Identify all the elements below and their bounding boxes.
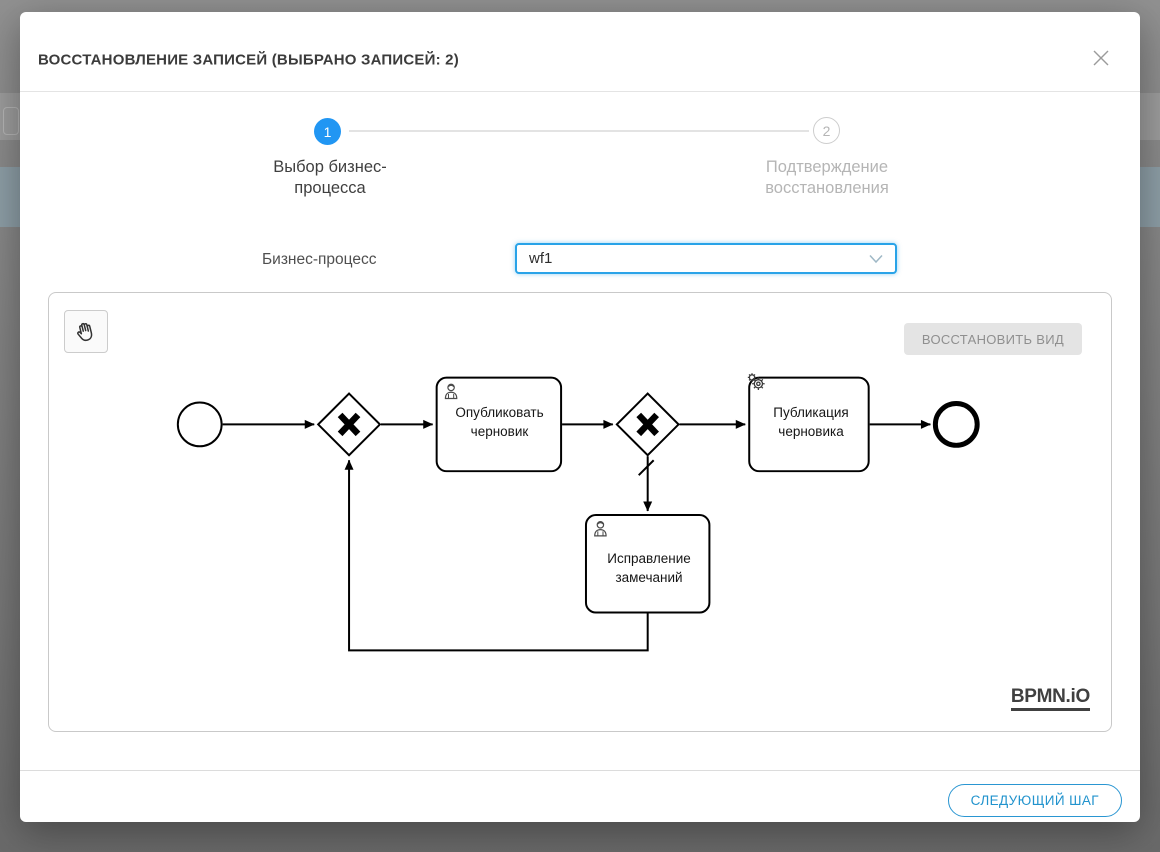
default-flow-marker	[638, 459, 655, 476]
step-1-circle: 1	[314, 118, 341, 145]
restore-view-button[interactable]: ВОССТАНОВИТЬ ВИД	[903, 323, 1082, 355]
hand-tool-button[interactable]	[64, 310, 108, 353]
user-task3-node	[584, 513, 711, 614]
modal-footer: СЛЕДУЮЩИЙ ШАГ	[20, 770, 1140, 822]
flow-task3-gateway1-loop	[344, 459, 649, 652]
exclusive-gateway1-node	[316, 392, 382, 457]
user-task-icon	[594, 521, 607, 537]
close-button[interactable]	[1086, 44, 1116, 74]
bpmn-canvas[interactable]	[49, 293, 1111, 731]
x-gateway-icon	[337, 412, 361, 437]
end-event-node	[932, 401, 980, 448]
bpmn-viewer-panel: Опубликовать черновик Публикация чернови…	[48, 292, 1112, 732]
step-2-circle: 2	[813, 117, 840, 144]
modal-title: ВОССТАНОВЛЕНИЕ ЗАПИСЕЙ (ВЫБРАНО ЗАПИСЕЙ:…	[38, 51, 459, 69]
next-step-button[interactable]: СЛЕДУЮЩИЙ ШАГ	[947, 784, 1122, 817]
step-connector-line	[349, 130, 809, 132]
process-select[interactable]: wf1	[515, 243, 897, 274]
gears-icon	[747, 373, 765, 391]
process-select-label: Бизнес-процесс	[262, 251, 377, 268]
sequence-flows	[222, 419, 931, 652]
start-event-node	[176, 401, 223, 448]
step-2-label: Подтверждение восстановления	[765, 158, 889, 197]
chevron-down-icon	[869, 254, 883, 263]
process-select-value: wf1	[529, 250, 553, 267]
bpmn-io-logo[interactable]: BPMN.iO	[1010, 687, 1090, 711]
user-task-icon	[444, 383, 458, 400]
modal-header: ВОССТАНОВЛЕНИЕ ЗАПИСЕЙ (ВЫБРАНО ЗАПИСЕЙ:…	[20, 12, 1140, 92]
step-1-label: Выбор бизнес- процесса	[273, 158, 387, 197]
service-task-node	[747, 373, 870, 473]
backdrop-ghost-button	[3, 107, 19, 135]
user-task1-node	[435, 376, 563, 473]
exclusive-gateway2-node	[615, 392, 680, 457]
hand-icon	[76, 322, 92, 342]
restore-records-modal: ВОССТАНОВЛЕНИЕ ЗАПИСЕЙ (ВЫБРАНО ЗАПИСЕЙ:…	[20, 12, 1140, 822]
x-gateway-icon	[636, 412, 659, 437]
close-icon	[1093, 50, 1109, 66]
